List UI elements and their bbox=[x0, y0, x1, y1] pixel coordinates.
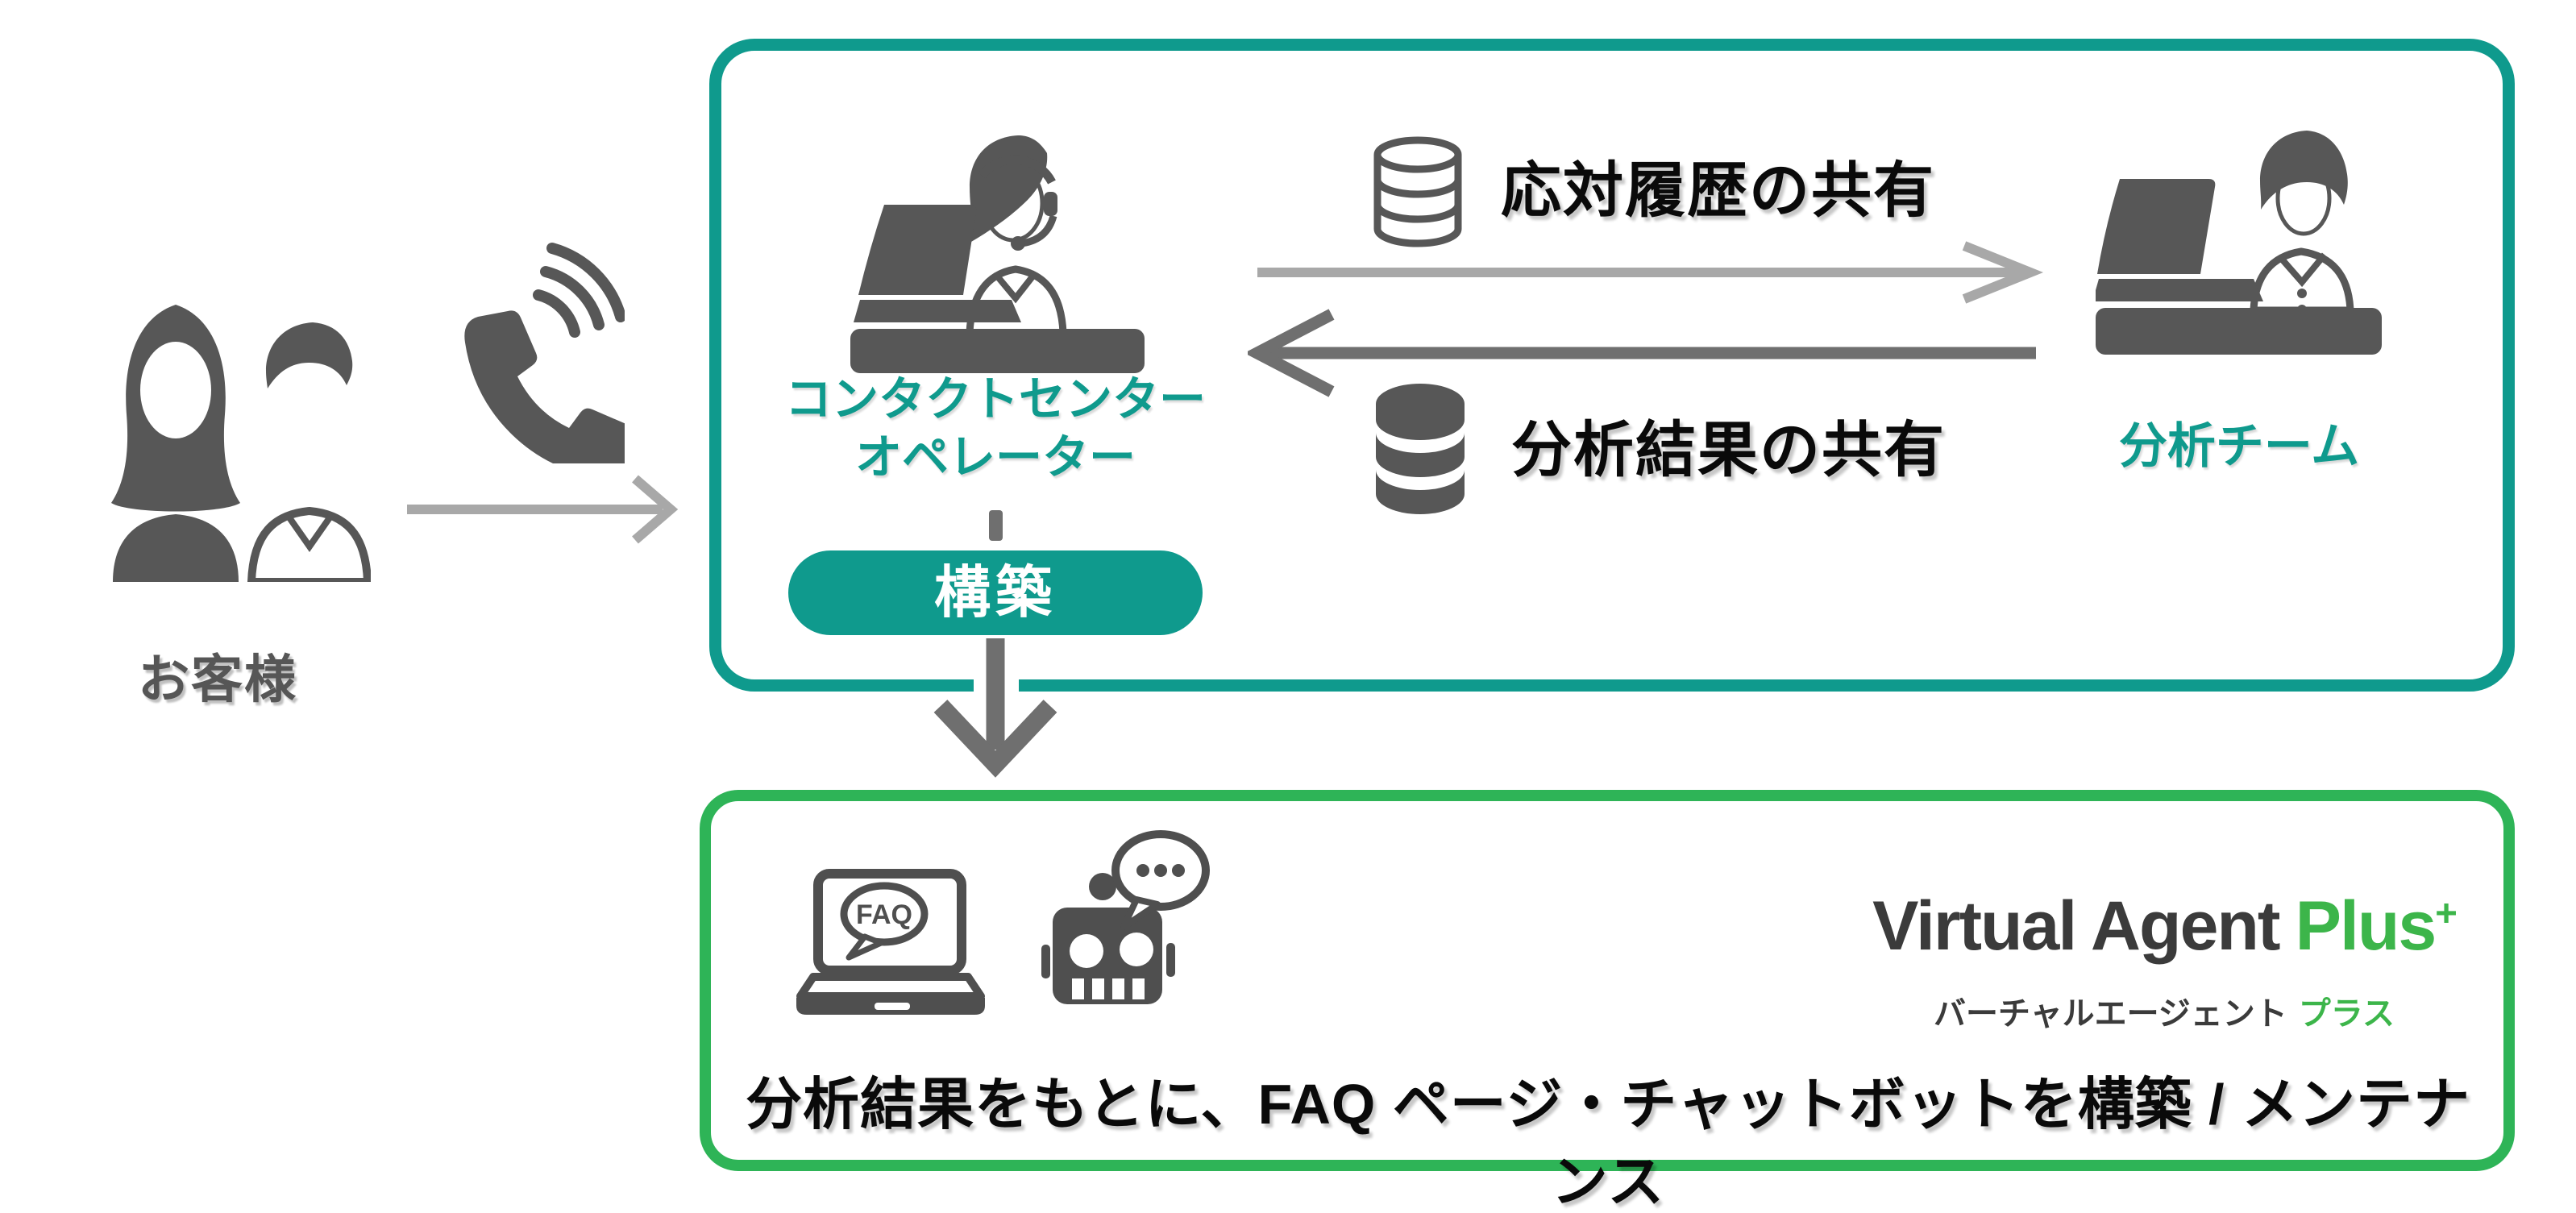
phone-icon bbox=[464, 243, 625, 463]
share-history-label: 応対履歴の共有 bbox=[1501, 156, 1936, 224]
arrow-down-icon bbox=[933, 638, 1057, 778]
operator-label-line1: コンタクトセンター bbox=[784, 373, 1206, 426]
logo-tagline-black: バーチャルエージェント bbox=[1933, 996, 2287, 1032]
chatbot-icon bbox=[1041, 830, 1210, 1004]
operator-icon bbox=[850, 135, 1145, 373]
share-analysis-label: 分析結果の共有 bbox=[1511, 416, 1947, 484]
virtual-agent-caption: 分析結果をもとに、FAQ ページ・チャットボットを構築 / メンテナンス bbox=[745, 1073, 2471, 1213]
logo-text-green: Plus bbox=[2295, 887, 2437, 965]
database-outline-icon bbox=[1373, 136, 1462, 247]
arrow-right-icon bbox=[1257, 241, 2044, 304]
arrow-right-icon bbox=[407, 475, 679, 544]
customers-icon bbox=[111, 305, 371, 582]
faq-laptop-icon: FAQ bbox=[796, 869, 985, 1015]
logo-tagline-green: プラス bbox=[2298, 996, 2395, 1032]
operator-label-line2: オペレーター bbox=[854, 431, 1136, 484]
contact-center-box bbox=[709, 39, 2515, 692]
logo-tagline: バーチャルエージェントプラス bbox=[1838, 987, 2491, 1034]
build-button-label: 構築 bbox=[934, 561, 1057, 624]
build-button: 構築 bbox=[788, 550, 1203, 635]
arrow-left-icon bbox=[1248, 309, 2036, 397]
virtual-agent-box bbox=[700, 790, 2515, 1171]
operator-label: コンタクトセンター オペレーター bbox=[754, 371, 1237, 487]
dashed-connector bbox=[989, 510, 1003, 541]
logo-plus-icon: + bbox=[2435, 891, 2458, 935]
database-filled-icon bbox=[1376, 384, 1465, 514]
analyst-label: 分析チーム bbox=[2118, 419, 2360, 473]
analyst-icon bbox=[2096, 131, 2382, 355]
customer-label: お客様 bbox=[138, 650, 297, 708]
logo-text-black: Virtual Agent bbox=[1872, 887, 2280, 965]
faq-screen-text: FAQ bbox=[856, 899, 912, 930]
